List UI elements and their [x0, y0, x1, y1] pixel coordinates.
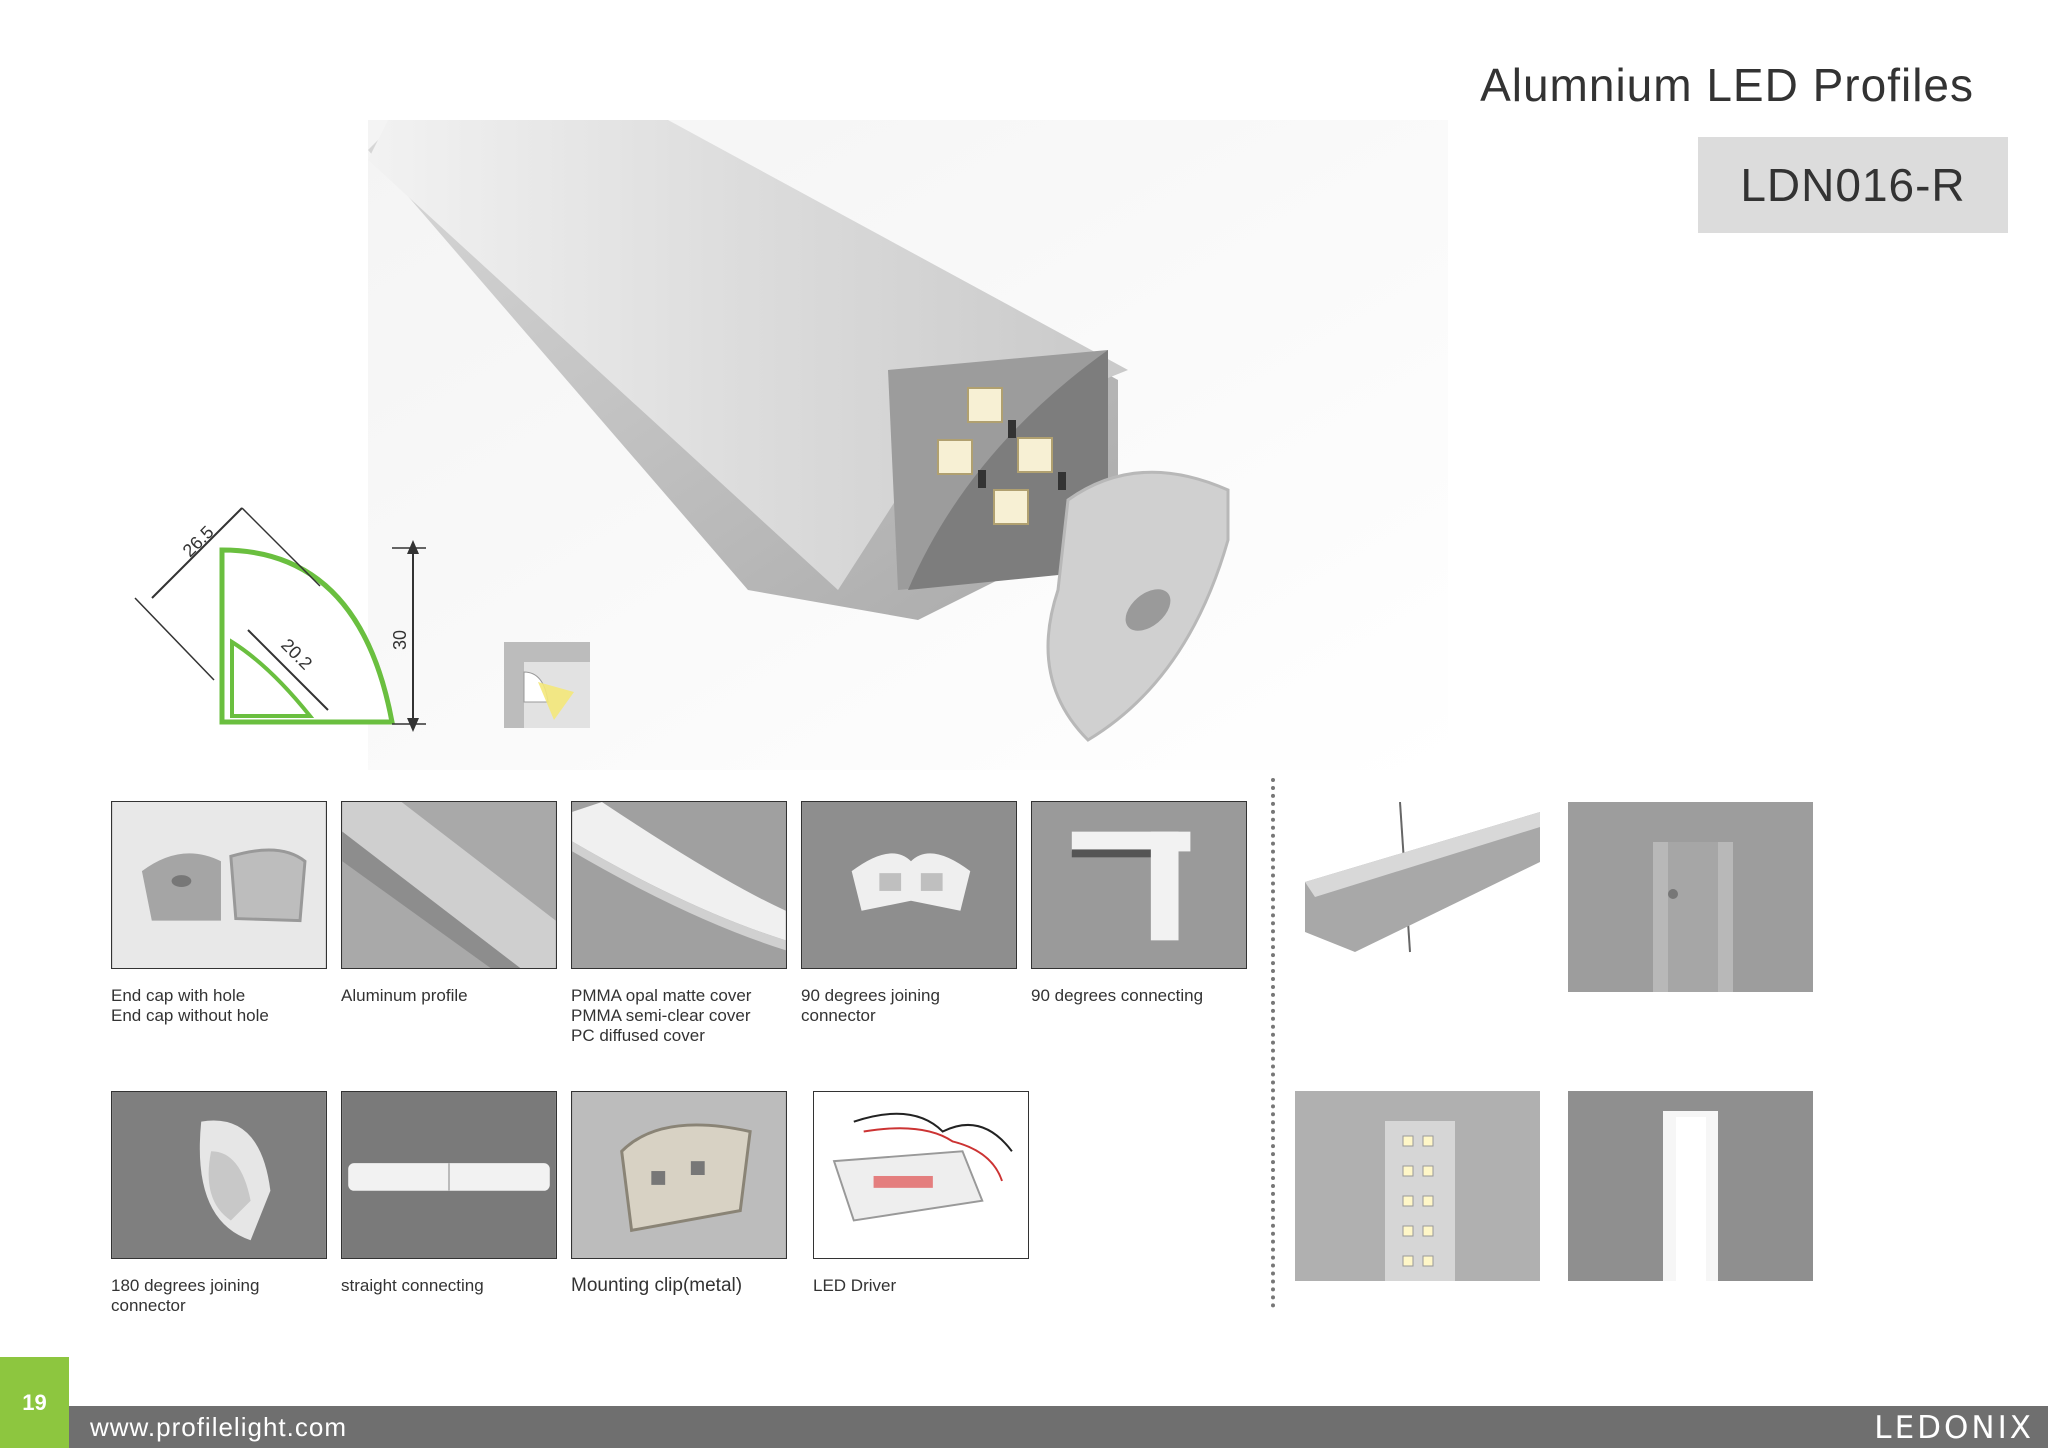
page-number: 19 [0, 1357, 69, 1448]
cross-section-drawing: 26.5 20.2 30 [130, 480, 450, 740]
180-joining-connector-image [111, 1091, 327, 1259]
dimension-outer-arc: 26.5 [179, 522, 218, 561]
accessory-straight-connecting: straight connecting [341, 1091, 557, 1296]
accessory-caption: End cap with hole End cap without hole [111, 986, 269, 1025]
90-connecting-image [1031, 801, 1247, 969]
end-cap-image [111, 801, 327, 969]
led-driver-image [813, 1091, 1029, 1259]
dimension-height: 30 [390, 630, 410, 650]
accessory-caption: straight connecting [341, 1276, 484, 1295]
product-code: LDN016-R [1740, 159, 1966, 211]
mounting-clip-image [571, 1091, 787, 1259]
page-title: Alumnium LED Profiles [1480, 59, 1974, 111]
product-code-badge: LDN016-R [1698, 137, 2008, 233]
straight-connecting-image [341, 1091, 557, 1259]
light-direction-icon [504, 642, 590, 728]
footer-bar: www.profilelight.com LEDONIX [0, 1406, 2048, 1448]
accessory-caption: 90 degrees joining connector [801, 986, 940, 1025]
dotted-divider [1271, 778, 1275, 1308]
accessory-caption: Aluminum profile [341, 986, 468, 1005]
accessory-end-cap: End cap with hole End cap without hole [111, 801, 327, 1026]
application-photo-corner-lit [1568, 1091, 1813, 1281]
accessory-180-joining-connector: 180 degrees joining connector [111, 1091, 327, 1316]
aluminum-profile-image [341, 801, 557, 969]
application-photo-corner-off [1568, 802, 1813, 992]
accessory-caption: Mounting clip(metal) [571, 1275, 743, 1296]
accessory-caption: 180 degrees joining connector [111, 1276, 260, 1315]
application-photo-suspended [1295, 802, 1540, 992]
accessory-mounting-clip: Mounting clip(metal) [571, 1091, 787, 1296]
application-photo-leds [1295, 1091, 1540, 1281]
accessory-cover: PMMA opal matte cover PMMA semi-clear co… [571, 801, 787, 1046]
90-joining-connector-image [801, 801, 1017, 969]
cover-image [571, 801, 787, 969]
accessory-caption: LED Driver [813, 1276, 897, 1295]
website-url: www.profilelight.com [90, 1412, 347, 1442]
brand-logo: LEDONIX [1874, 1410, 2034, 1446]
accessory-caption: 90 degrees connecting [1031, 986, 1204, 1005]
accessory-led-driver: LED Driver [813, 1091, 1029, 1296]
accessory-caption: PMMA opal matte cover PMMA semi-clear co… [571, 986, 752, 1045]
accessory-90-joining-connector: 90 degrees joining connector [801, 801, 1017, 1026]
accessory-aluminum-profile: Aluminum profile [341, 801, 557, 1006]
accessory-90-connecting: 90 degrees connecting [1031, 801, 1247, 1006]
